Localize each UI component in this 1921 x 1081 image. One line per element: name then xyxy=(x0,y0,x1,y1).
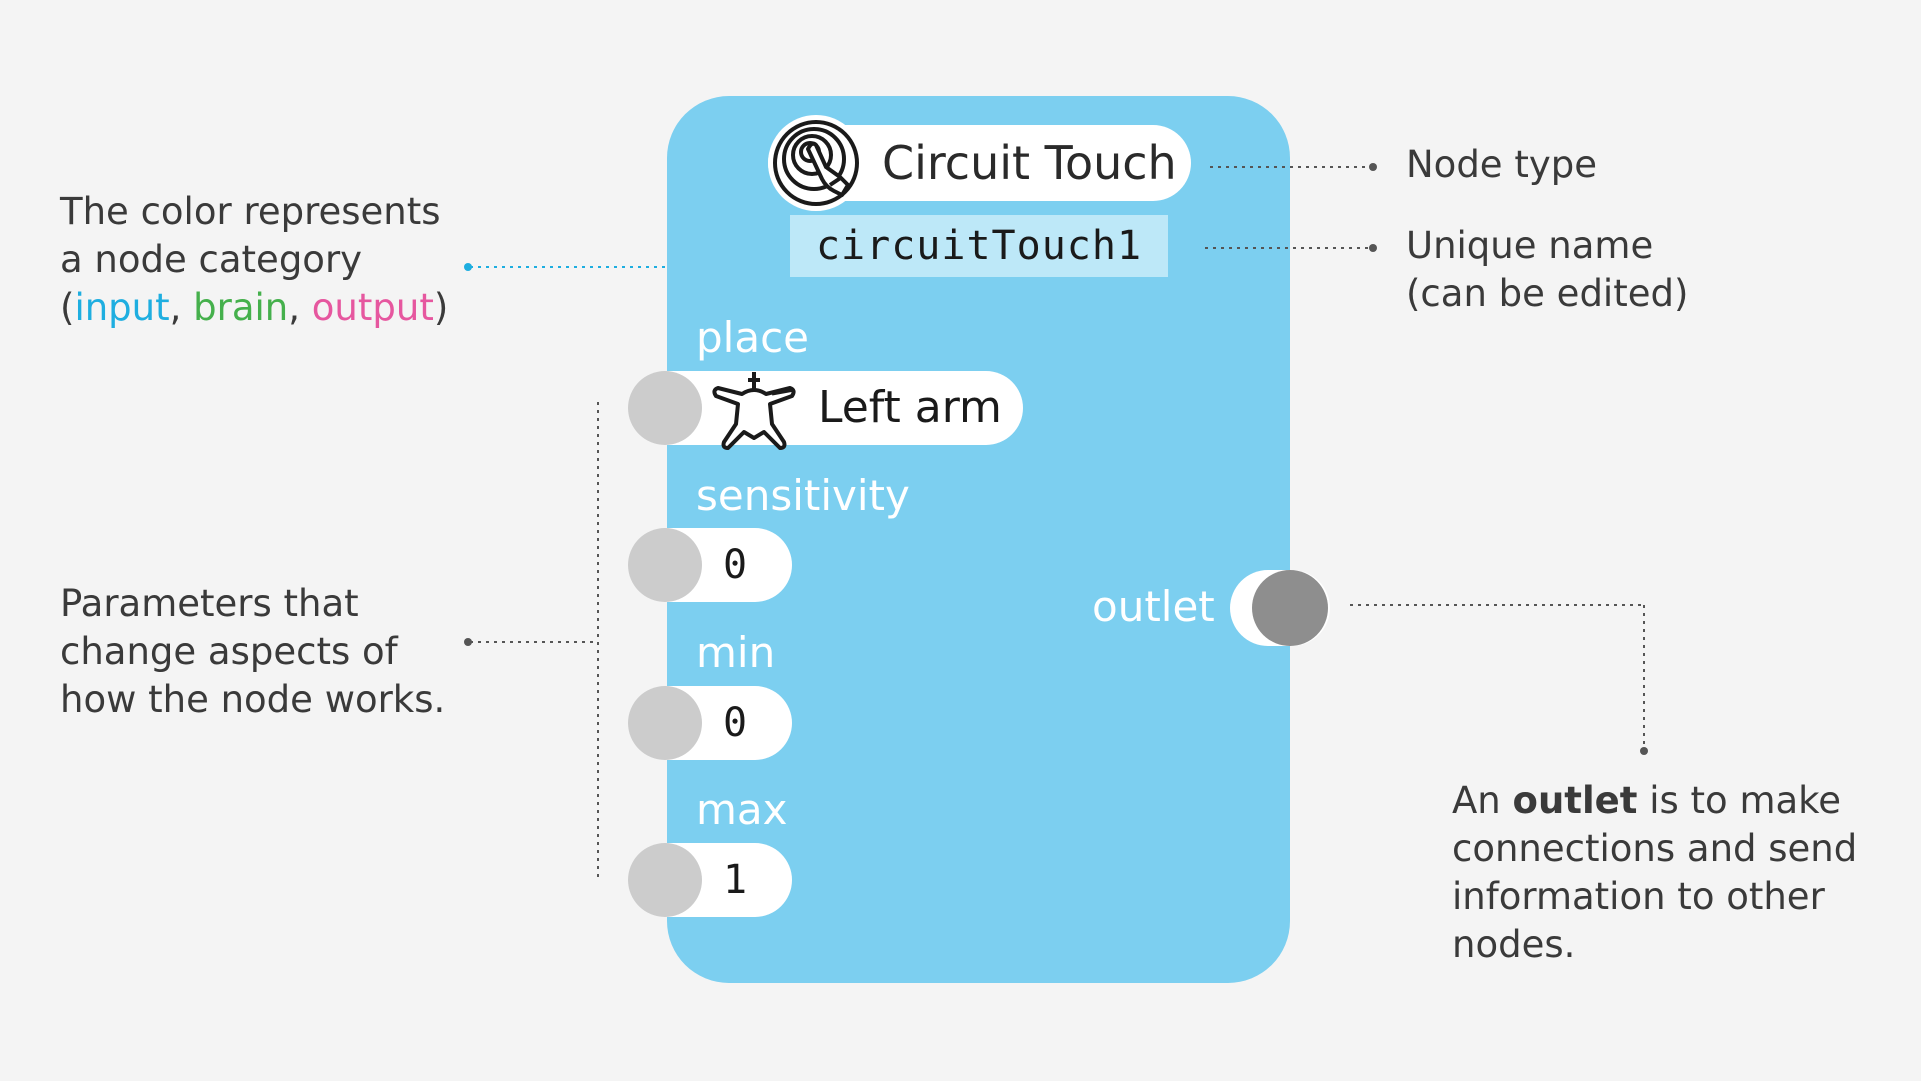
annotation-color-line1: The color represents xyxy=(60,190,441,233)
param-value-min: 0 xyxy=(723,700,748,746)
separator: , xyxy=(169,286,194,329)
param-port-place[interactable] xyxy=(628,371,702,445)
annotation-parameters: Parameters that change aspects of how th… xyxy=(60,580,445,724)
paren-open: ( xyxy=(60,286,75,329)
separator: , xyxy=(288,286,312,329)
annotation-color-line2: a node category xyxy=(60,238,363,281)
annotation-unique-line1: Unique name xyxy=(1406,224,1654,267)
annotation-outlet: An outlet is to make connections and sen… xyxy=(1452,777,1857,969)
unique-name-text: circuitTouch1 xyxy=(815,223,1143,269)
unique-name-field[interactable]: circuitTouch1 xyxy=(790,215,1168,277)
annotation-outlet-line4: nodes. xyxy=(1452,923,1576,966)
param-port-min[interactable] xyxy=(628,686,702,760)
touch-icon xyxy=(768,115,864,211)
annotation-outlet-line2: connections and send xyxy=(1452,827,1858,870)
annotation-outlet-line3: information to other xyxy=(1452,875,1825,918)
param-label-place: place xyxy=(696,313,809,362)
category-brain: brain xyxy=(193,286,289,329)
node-type-title: Circuit Touch xyxy=(882,136,1177,190)
param-value-max: 1 xyxy=(723,857,748,903)
paren-close: ) xyxy=(433,286,449,329)
annotation-params-line3: how the node works. xyxy=(60,678,446,721)
param-label-sensitivity: sensitivity xyxy=(696,471,910,520)
param-value-place: Left arm xyxy=(818,382,1002,433)
annotation-node-type: Node type xyxy=(1406,143,1597,186)
param-label-min: min xyxy=(696,628,776,677)
body-figure-icon xyxy=(704,358,804,458)
category-output: output xyxy=(311,286,434,329)
annotation-unique-line2: (can be edited) xyxy=(1406,272,1689,315)
annotation-params-line1: Parameters that xyxy=(60,582,359,625)
outlet-port[interactable] xyxy=(1252,570,1328,646)
param-value-sensitivity: 0 xyxy=(723,542,748,588)
outlet-label: outlet xyxy=(1092,582,1215,631)
category-input: input xyxy=(74,286,170,329)
outlet-rest: is to make xyxy=(1637,779,1842,822)
annotation-outlet-line1: An outlet is to make xyxy=(1452,777,1857,825)
outlet-prefix: An xyxy=(1452,779,1513,822)
param-port-max[interactable] xyxy=(628,843,702,917)
param-label-max: max xyxy=(696,785,788,834)
annotation-params-line2: change aspects of xyxy=(60,630,398,673)
annotation-unique-name: Unique name (can be edited) xyxy=(1406,222,1688,318)
param-port-sensitivity[interactable] xyxy=(628,528,702,602)
annotation-color-line3: (input, brain, output) xyxy=(60,284,448,332)
annotation-color: The color represents a node category (in… xyxy=(60,188,448,332)
outlet-bold: outlet xyxy=(1512,779,1638,822)
